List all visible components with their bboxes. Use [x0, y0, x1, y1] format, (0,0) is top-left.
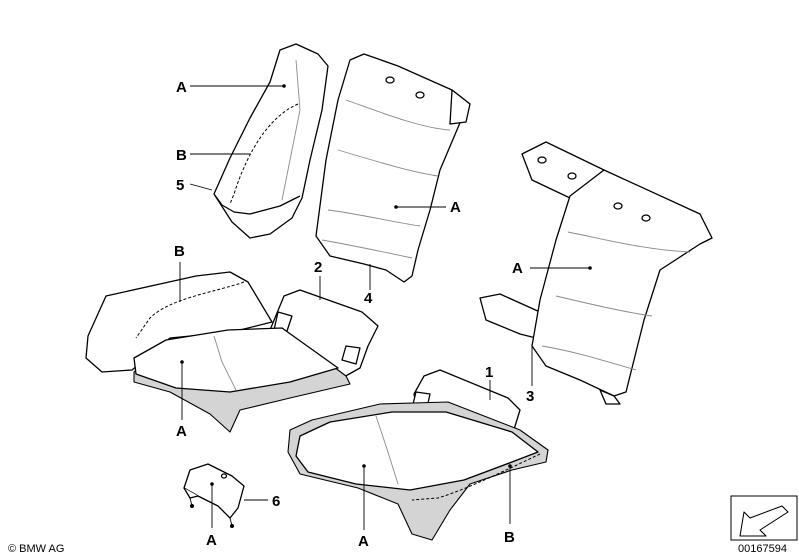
- part-2-seam: [135, 281, 245, 339]
- callout-part-1-number: 1: [485, 364, 493, 381]
- callout-labels: A B 5 A 4 A 3 B 2 A 1 A B A 6: [174, 79, 534, 550]
- callout-part-4-number: 4: [364, 290, 373, 307]
- callout-part-3-number: 3: [526, 388, 534, 405]
- callout-part-5-a: A: [176, 79, 187, 96]
- part-6-trim: [183, 463, 245, 528]
- part-3-backrest-cover: [479, 141, 713, 405]
- callout-part-4-a: A: [450, 199, 461, 216]
- diagram-number-box: [730, 495, 798, 541]
- callout-part-5-number: 5: [176, 177, 184, 194]
- part-2-seat-cover: [85, 271, 379, 433]
- callout-part-1-b: B: [504, 529, 515, 546]
- copyright-text: © BMW AG: [8, 543, 64, 555]
- leader-lines: [179, 84, 592, 530]
- part-4-backrest-cover: [315, 53, 471, 283]
- callout-part-3-a: A: [512, 260, 523, 277]
- part-1-seat-cover: [287, 369, 549, 541]
- part-5-side-trim: [213, 43, 329, 239]
- callout-part-1-a: A: [358, 533, 369, 550]
- callout-part-6-a: A: [206, 532, 217, 549]
- part-5-seam: [229, 103, 299, 205]
- callout-part-2-a: A: [176, 423, 187, 440]
- callout-part-2-number: 2: [314, 259, 322, 276]
- callout-part-5-b: B: [176, 147, 187, 164]
- callout-part-6-number: 6: [272, 493, 280, 510]
- diagram-number: 00167594: [738, 543, 787, 555]
- callout-part-2-b: B: [174, 243, 185, 260]
- part-1-seam: [411, 453, 541, 501]
